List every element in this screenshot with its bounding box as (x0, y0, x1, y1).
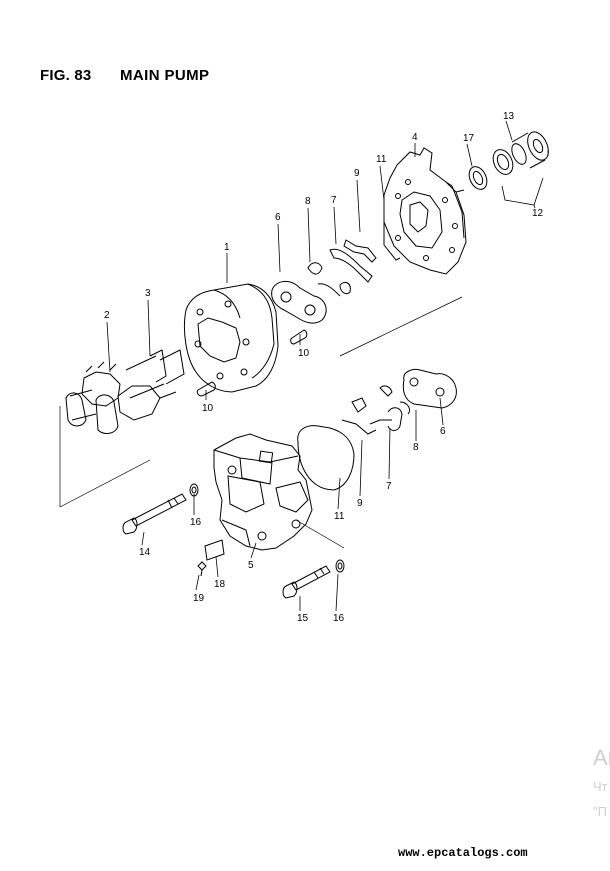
o-ring-8-lower (379, 385, 411, 415)
assembly-axis-lines (59, 150, 549, 549)
callout-7-upper: 7 (331, 195, 337, 206)
nameplate-18 (204, 539, 225, 561)
driven-gear-shaft-2 (65, 361, 121, 427)
callout-7-lower: 7 (386, 481, 392, 492)
figure-title: MAIN PUMP (120, 67, 210, 84)
gear-housing-1 (183, 283, 279, 393)
watermark-line-1: Ar (593, 745, 610, 770)
watermark-line-2: Чт (593, 779, 608, 794)
o-ring-8-upper (307, 262, 341, 297)
side-plate-6-lower (402, 369, 457, 409)
seal-ring-12 (492, 143, 527, 175)
front-cover-4 (383, 147, 467, 275)
callout-6-upper: 6 (275, 212, 281, 223)
washer-16-lower (335, 559, 345, 573)
leader-lines (106, 120, 544, 612)
callout-3: 3 (145, 288, 151, 299)
callout-14: 14 (139, 547, 151, 558)
callout-16-upper: 16 (190, 517, 202, 528)
callout-6-lower: 6 (440, 426, 446, 437)
callout-16-lower: 16 (333, 613, 345, 624)
bolt-15 (282, 565, 331, 599)
backup-ring-9-upper (343, 239, 377, 263)
pin-10-lower (196, 381, 216, 397)
watermark-line-3: "П (593, 804, 607, 819)
pin-10-upper (290, 329, 308, 345)
callout-10-upper: 10 (298, 348, 310, 359)
drive-gear-shaft-3 (95, 349, 185, 434)
footer-url-link[interactable]: www.epcatalogs.com (398, 846, 528, 860)
gasket-11-lower (297, 425, 355, 491)
callout-11-upper: 11 (376, 154, 387, 165)
seal-7-upper (329, 248, 373, 295)
callout-8-upper: 8 (305, 196, 311, 207)
callout-17: 17 (463, 133, 475, 144)
callout-19: 19 (193, 593, 205, 604)
rear-body-5 (213, 433, 313, 551)
figure-number: FIG. 83 (40, 67, 92, 84)
washer-17 (468, 166, 488, 190)
callout-13: 13 (503, 111, 515, 122)
seal-7-lower (369, 407, 403, 431)
callout-18: 18 (214, 579, 226, 590)
callout-8-lower: 8 (413, 442, 419, 453)
gasket-11-upper (383, 200, 401, 261)
callout-9-upper: 9 (354, 168, 360, 179)
callout-labels: 1 2 3 4 5 6 6 7 7 8 8 9 9 10 10 11 11 12… (104, 111, 544, 624)
callout-12: 12 (532, 208, 544, 219)
washer-16-upper (189, 483, 199, 497)
callout-2: 2 (104, 310, 110, 321)
callout-11-lower: 11 (334, 511, 345, 522)
screw-19 (197, 561, 207, 577)
callout-4: 4 (412, 132, 418, 143)
callout-9-lower: 9 (357, 498, 363, 509)
callout-15: 15 (297, 613, 309, 624)
backup-ring-9-lower (341, 397, 377, 435)
side-plate-6-upper (271, 281, 327, 324)
oil-seal-13 (511, 131, 549, 169)
callout-1: 1 (224, 242, 230, 253)
bolt-14 (122, 493, 187, 535)
callout-5: 5 (248, 560, 254, 571)
callout-10-lower: 10 (202, 403, 214, 414)
